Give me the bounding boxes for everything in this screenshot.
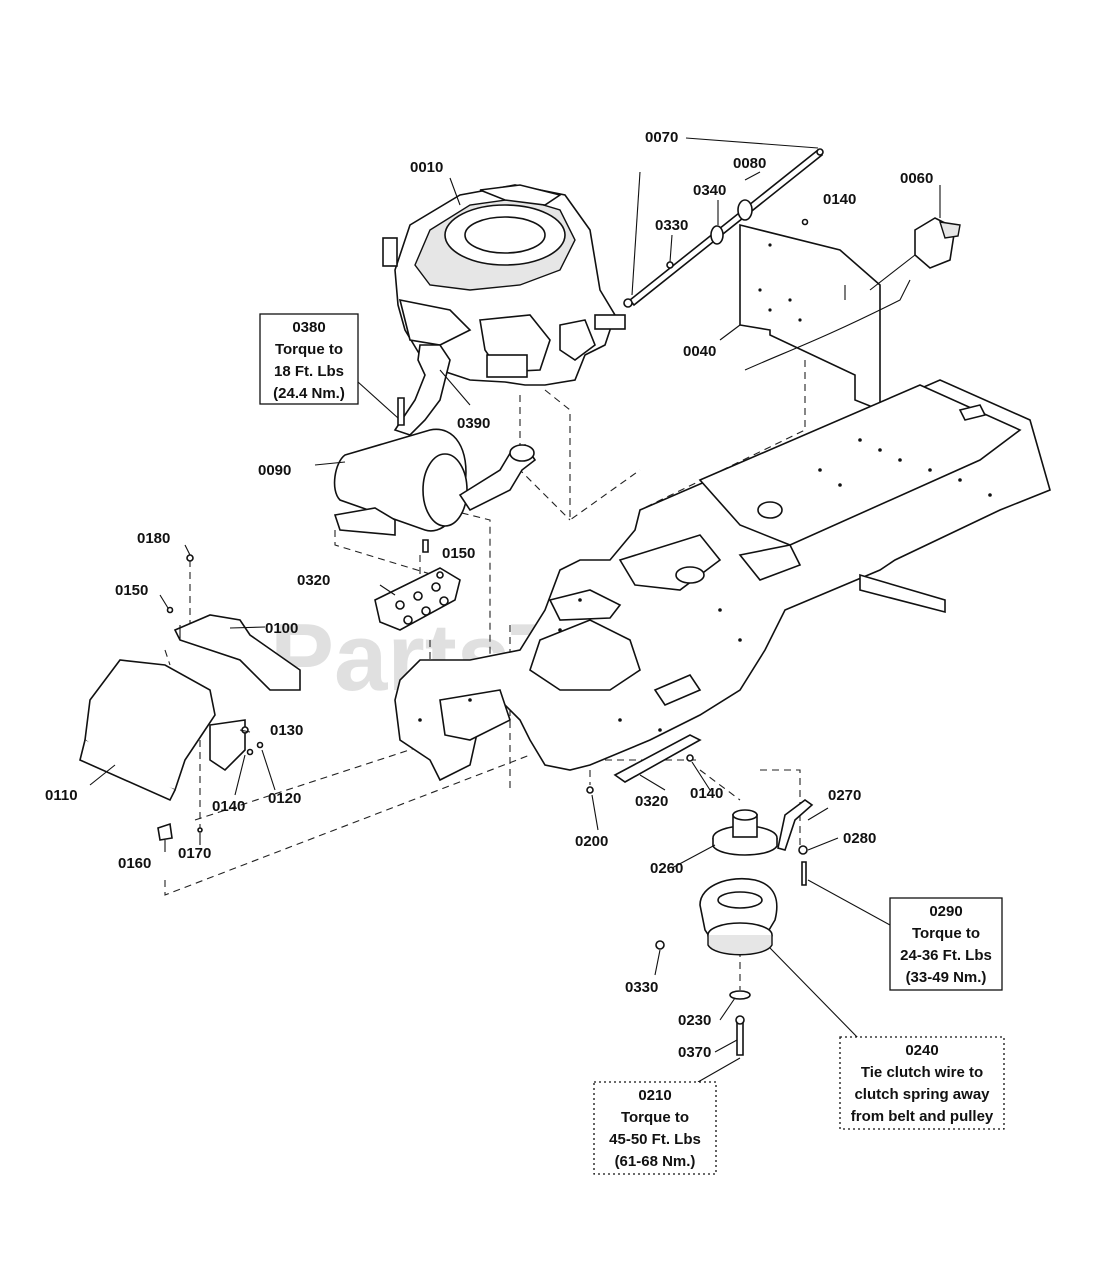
callout-0040: 0040 <box>683 343 716 360</box>
callout-0330-lower: 0330 <box>625 979 658 996</box>
callout-0120: 0120 <box>268 790 301 807</box>
bracket-lower-0320 <box>586 734 702 794</box>
dash-panel <box>739 223 911 412</box>
callout-0140-left: 0140 <box>212 798 245 815</box>
callouts: 0010 0070 0080 0340 0140 0060 0330 0040 … <box>45 129 933 1061</box>
engine <box>382 184 626 386</box>
note-0380-line-4: (24.4 Nm.) <box>273 385 345 402</box>
callout-0320-lower: 0320 <box>635 793 668 810</box>
throttle-rod <box>623 148 824 308</box>
callout-0200: 0200 <box>575 833 608 850</box>
callout-0340: 0340 <box>693 182 726 199</box>
bracket-0100 <box>166 554 301 691</box>
callout-0330-top: 0330 <box>655 217 688 234</box>
note-0240-line-3: clutch spring away <box>854 1086 990 1103</box>
callout-0170: 0170 <box>178 845 211 862</box>
note-0210: 0210 Torque to 45-50 Ft. Lbs (61-68 Nm.) <box>593 1081 717 1175</box>
callout-0270: 0270 <box>828 787 861 804</box>
callout-0150-right: 0150 <box>442 545 475 562</box>
shield-0110 <box>79 659 264 841</box>
callout-0180: 0180 <box>137 530 170 547</box>
callout-0230: 0230 <box>678 1012 711 1029</box>
callout-0150-left: 0150 <box>115 582 148 599</box>
note-0380-line-1: 0380 <box>292 319 325 336</box>
callout-0080: 0080 <box>733 155 766 172</box>
note-0240-line-2: Tie clutch wire to <box>861 1064 983 1081</box>
note-0240-line-1: 0240 <box>905 1042 938 1059</box>
note-0210-line-1: 0210 <box>638 1087 671 1104</box>
note-0380-line-2: Torque to <box>275 341 343 358</box>
callout-0090: 0090 <box>258 462 291 479</box>
note-0240: 0240 Tie clutch wire to clutch spring aw… <box>839 1036 1005 1130</box>
callout-0260: 0260 <box>650 860 683 877</box>
clutch-assembly <box>655 799 814 1056</box>
callout-0010: 0010 <box>410 159 443 176</box>
note-0290-line-3: 24-36 Ft. Lbs <box>900 947 992 964</box>
heat-shield-upper <box>374 539 461 631</box>
callout-0140-top: 0140 <box>823 191 856 208</box>
note-0380: 0380 Torque to 18 Ft. Lbs (24.4 Nm.) <box>259 313 359 405</box>
muffler <box>333 344 537 536</box>
callout-0060: 0060 <box>900 170 933 187</box>
callout-0280: 0280 <box>843 830 876 847</box>
callout-0070: 0070 <box>645 129 678 146</box>
callout-0320-upper: 0320 <box>297 572 330 589</box>
note-0290-line-1: 0290 <box>929 903 962 920</box>
callout-0100: 0100 <box>265 620 298 637</box>
note-0290-line-4: (33-49 Nm.) <box>906 969 987 986</box>
note-0240-line-4: from belt and pulley <box>851 1108 994 1125</box>
callout-0140-lower: 0140 <box>690 785 723 802</box>
note-0380-line-3: 18 Ft. Lbs <box>274 363 344 380</box>
note-0210-line-4: (61-68 Nm.) <box>615 1153 696 1170</box>
callout-0110: 0110 <box>45 787 78 804</box>
note-0290-line-2: Torque to <box>912 925 980 942</box>
key-switch <box>869 217 961 291</box>
main-frame <box>394 379 1051 782</box>
callout-0130: 0130 <box>270 722 303 739</box>
note-0290: 0290 Torque to 24-36 Ft. Lbs (33-49 Nm.) <box>889 897 1003 991</box>
callout-0390: 0390 <box>457 415 490 432</box>
leader-lines <box>89 137 941 1083</box>
note-0210-line-3: 45-50 Ft. Lbs <box>609 1131 701 1148</box>
callout-0160: 0160 <box>118 855 151 872</box>
callout-0370: 0370 <box>678 1044 711 1061</box>
note-0210-line-2: Torque to <box>621 1109 689 1126</box>
